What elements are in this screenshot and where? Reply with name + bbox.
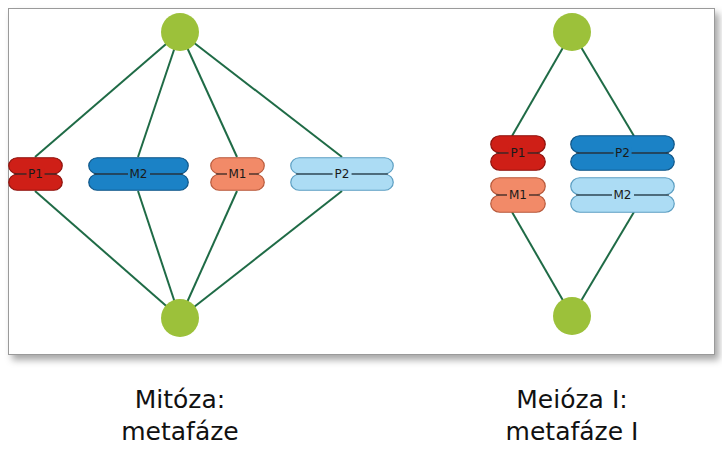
chromosome: M1 xyxy=(210,157,265,191)
chromosome-label: P2 xyxy=(333,168,352,180)
spindle-pole xyxy=(553,13,591,51)
chromosome-label: P2 xyxy=(613,147,632,159)
panel-caption: Meióza I: metafáze I xyxy=(492,384,652,448)
spindle-fiber xyxy=(180,32,237,157)
spindle-fiber xyxy=(180,191,237,318)
spindle-fiber xyxy=(35,32,180,157)
spindle-fiber xyxy=(180,32,342,157)
spindle-fiber xyxy=(180,191,342,318)
chromosome-label: P1 xyxy=(509,147,528,159)
spindle-fiber xyxy=(35,191,180,318)
chromosome-label: P1 xyxy=(26,168,45,180)
chromosome: M2 xyxy=(570,177,675,213)
chromosome: P1 xyxy=(490,135,546,171)
spindle-pole xyxy=(161,13,199,51)
spindle-fibers xyxy=(35,32,634,318)
spindle-pole xyxy=(553,297,591,335)
spindle-fiber xyxy=(138,32,180,157)
spindle-pole xyxy=(161,299,199,337)
chromosome: M2 xyxy=(88,157,189,191)
panel-caption: Mitóza: metafáze xyxy=(105,384,255,448)
chromosome-label: M1 xyxy=(507,189,529,201)
chromosome: P1 xyxy=(8,157,63,191)
spindle-poles xyxy=(161,13,591,337)
chromosome-label: M1 xyxy=(227,168,249,180)
chromosome-label: M2 xyxy=(128,168,150,180)
chromosome-label: M2 xyxy=(612,189,634,201)
chromosome: P2 xyxy=(290,157,394,191)
chromosome: P2 xyxy=(570,135,675,171)
spindle-fiber xyxy=(138,191,180,318)
chromosome: M1 xyxy=(490,177,546,213)
